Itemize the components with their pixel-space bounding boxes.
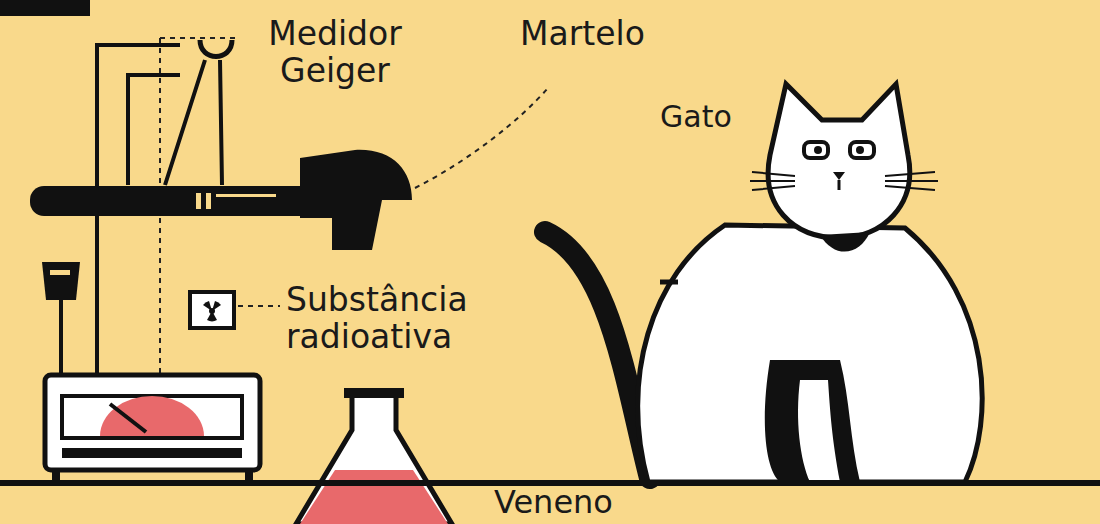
part-label: Gato (660, 100, 760, 134)
part-label: Medidor Geiger (240, 16, 430, 90)
corner-tab (0, 0, 90, 16)
leader-lines (160, 38, 548, 395)
geiger-probe (42, 262, 80, 375)
part-label: Martelo (520, 16, 690, 53)
geiger-counter (45, 375, 260, 484)
cat (545, 84, 982, 482)
radiation-sign (190, 292, 234, 328)
hammer (30, 150, 412, 250)
part-label: Substância radioativa (286, 282, 526, 356)
part-label: Veneno (494, 485, 644, 521)
poison-flask (296, 388, 452, 524)
